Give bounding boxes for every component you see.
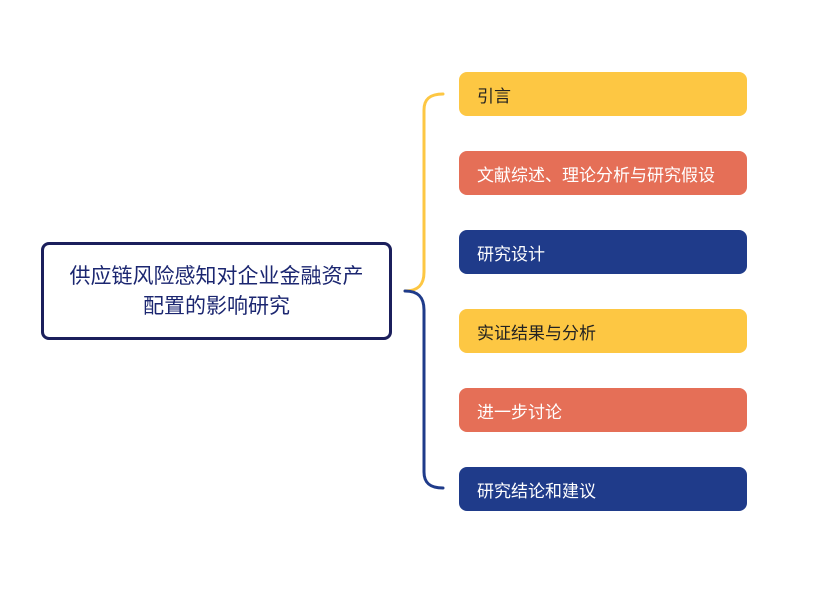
branch-further-discussion[interactable]: 进一步讨论 xyxy=(459,388,747,432)
branch-label: 文献综述、理论分析与研究假设 xyxy=(477,165,715,186)
branch-literature-review[interactable]: 文献综述、理论分析与研究假设 xyxy=(459,151,747,195)
branch-label: 实证结果与分析 xyxy=(477,323,596,344)
root-topic-title: 供应链风险感知对企业金融资产配置的影响研究 xyxy=(69,264,364,318)
branch-research-design[interactable]: 研究设计 xyxy=(459,230,747,274)
branch-empirical-results[interactable]: 实证结果与分析 xyxy=(459,309,747,353)
branch-label: 研究设计 xyxy=(477,244,545,265)
connector-lower xyxy=(403,289,445,490)
branch-introduction[interactable]: 引言 xyxy=(459,72,747,116)
branch-label: 研究结论和建议 xyxy=(477,481,596,502)
branch-conclusions[interactable]: 研究结论和建议 xyxy=(459,467,747,511)
branch-label: 进一步讨论 xyxy=(477,402,562,423)
connector-upper xyxy=(403,92,445,293)
branch-label: 引言 xyxy=(477,86,511,107)
root-topic-node[interactable]: 供应链风险感知对企业金融资产配置的影响研究 xyxy=(41,242,392,340)
